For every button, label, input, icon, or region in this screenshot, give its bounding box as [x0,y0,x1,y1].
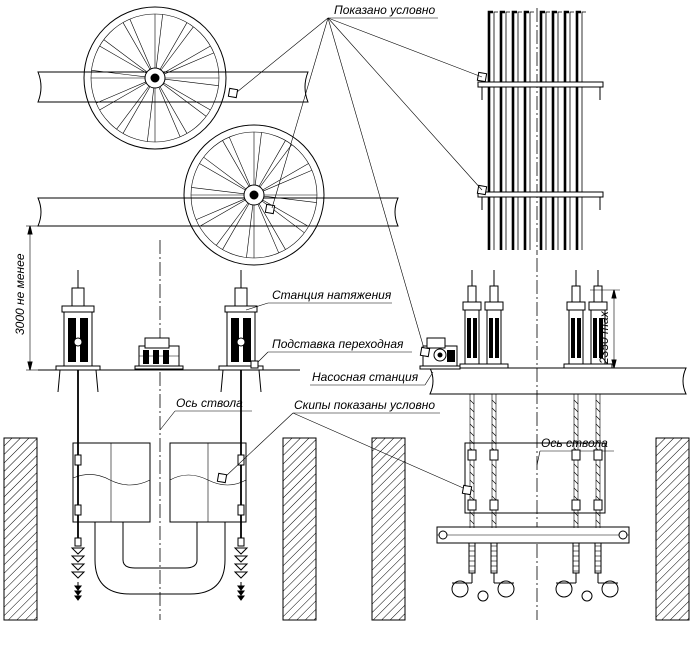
pump-unit-left [134,337,184,370]
pump-station-right [419,337,461,370]
right-shaft-section: Ось ствола [371,394,690,621]
max-height-dimension: 2350 max [597,310,611,365]
drum-stack-side-view [476,8,604,255]
leader-lines-shown-conventionally [236,17,483,353]
tension-station-right [218,270,264,393]
min-height-dimension: 3000 не менее [13,253,27,335]
top-drum-assembly [37,6,309,150]
tension-station-label: Станция натяжения [272,288,392,302]
transition-stand-label: Подставка переходная [272,337,404,351]
shaft-axis-label-right: Ось ствола [541,436,608,450]
shaft-axis-label-left: Ось ствола [176,396,243,410]
right-floor-level: 2350 max Насосная станция [310,258,687,620]
skips-conventional-label: Скипы показаны условно [294,398,435,412]
pump-station-label: Насосная станция [312,370,419,384]
tension-station-group-right [459,270,613,369]
shown-conventionally-label: Показано условно [334,3,435,17]
left-floor-level: 3000 не менее Станция натяжения Подставк… [13,225,412,620]
left-shaft-section: Скипы показаны условно [3,370,471,621]
middle-drum-assembly [37,124,399,266]
